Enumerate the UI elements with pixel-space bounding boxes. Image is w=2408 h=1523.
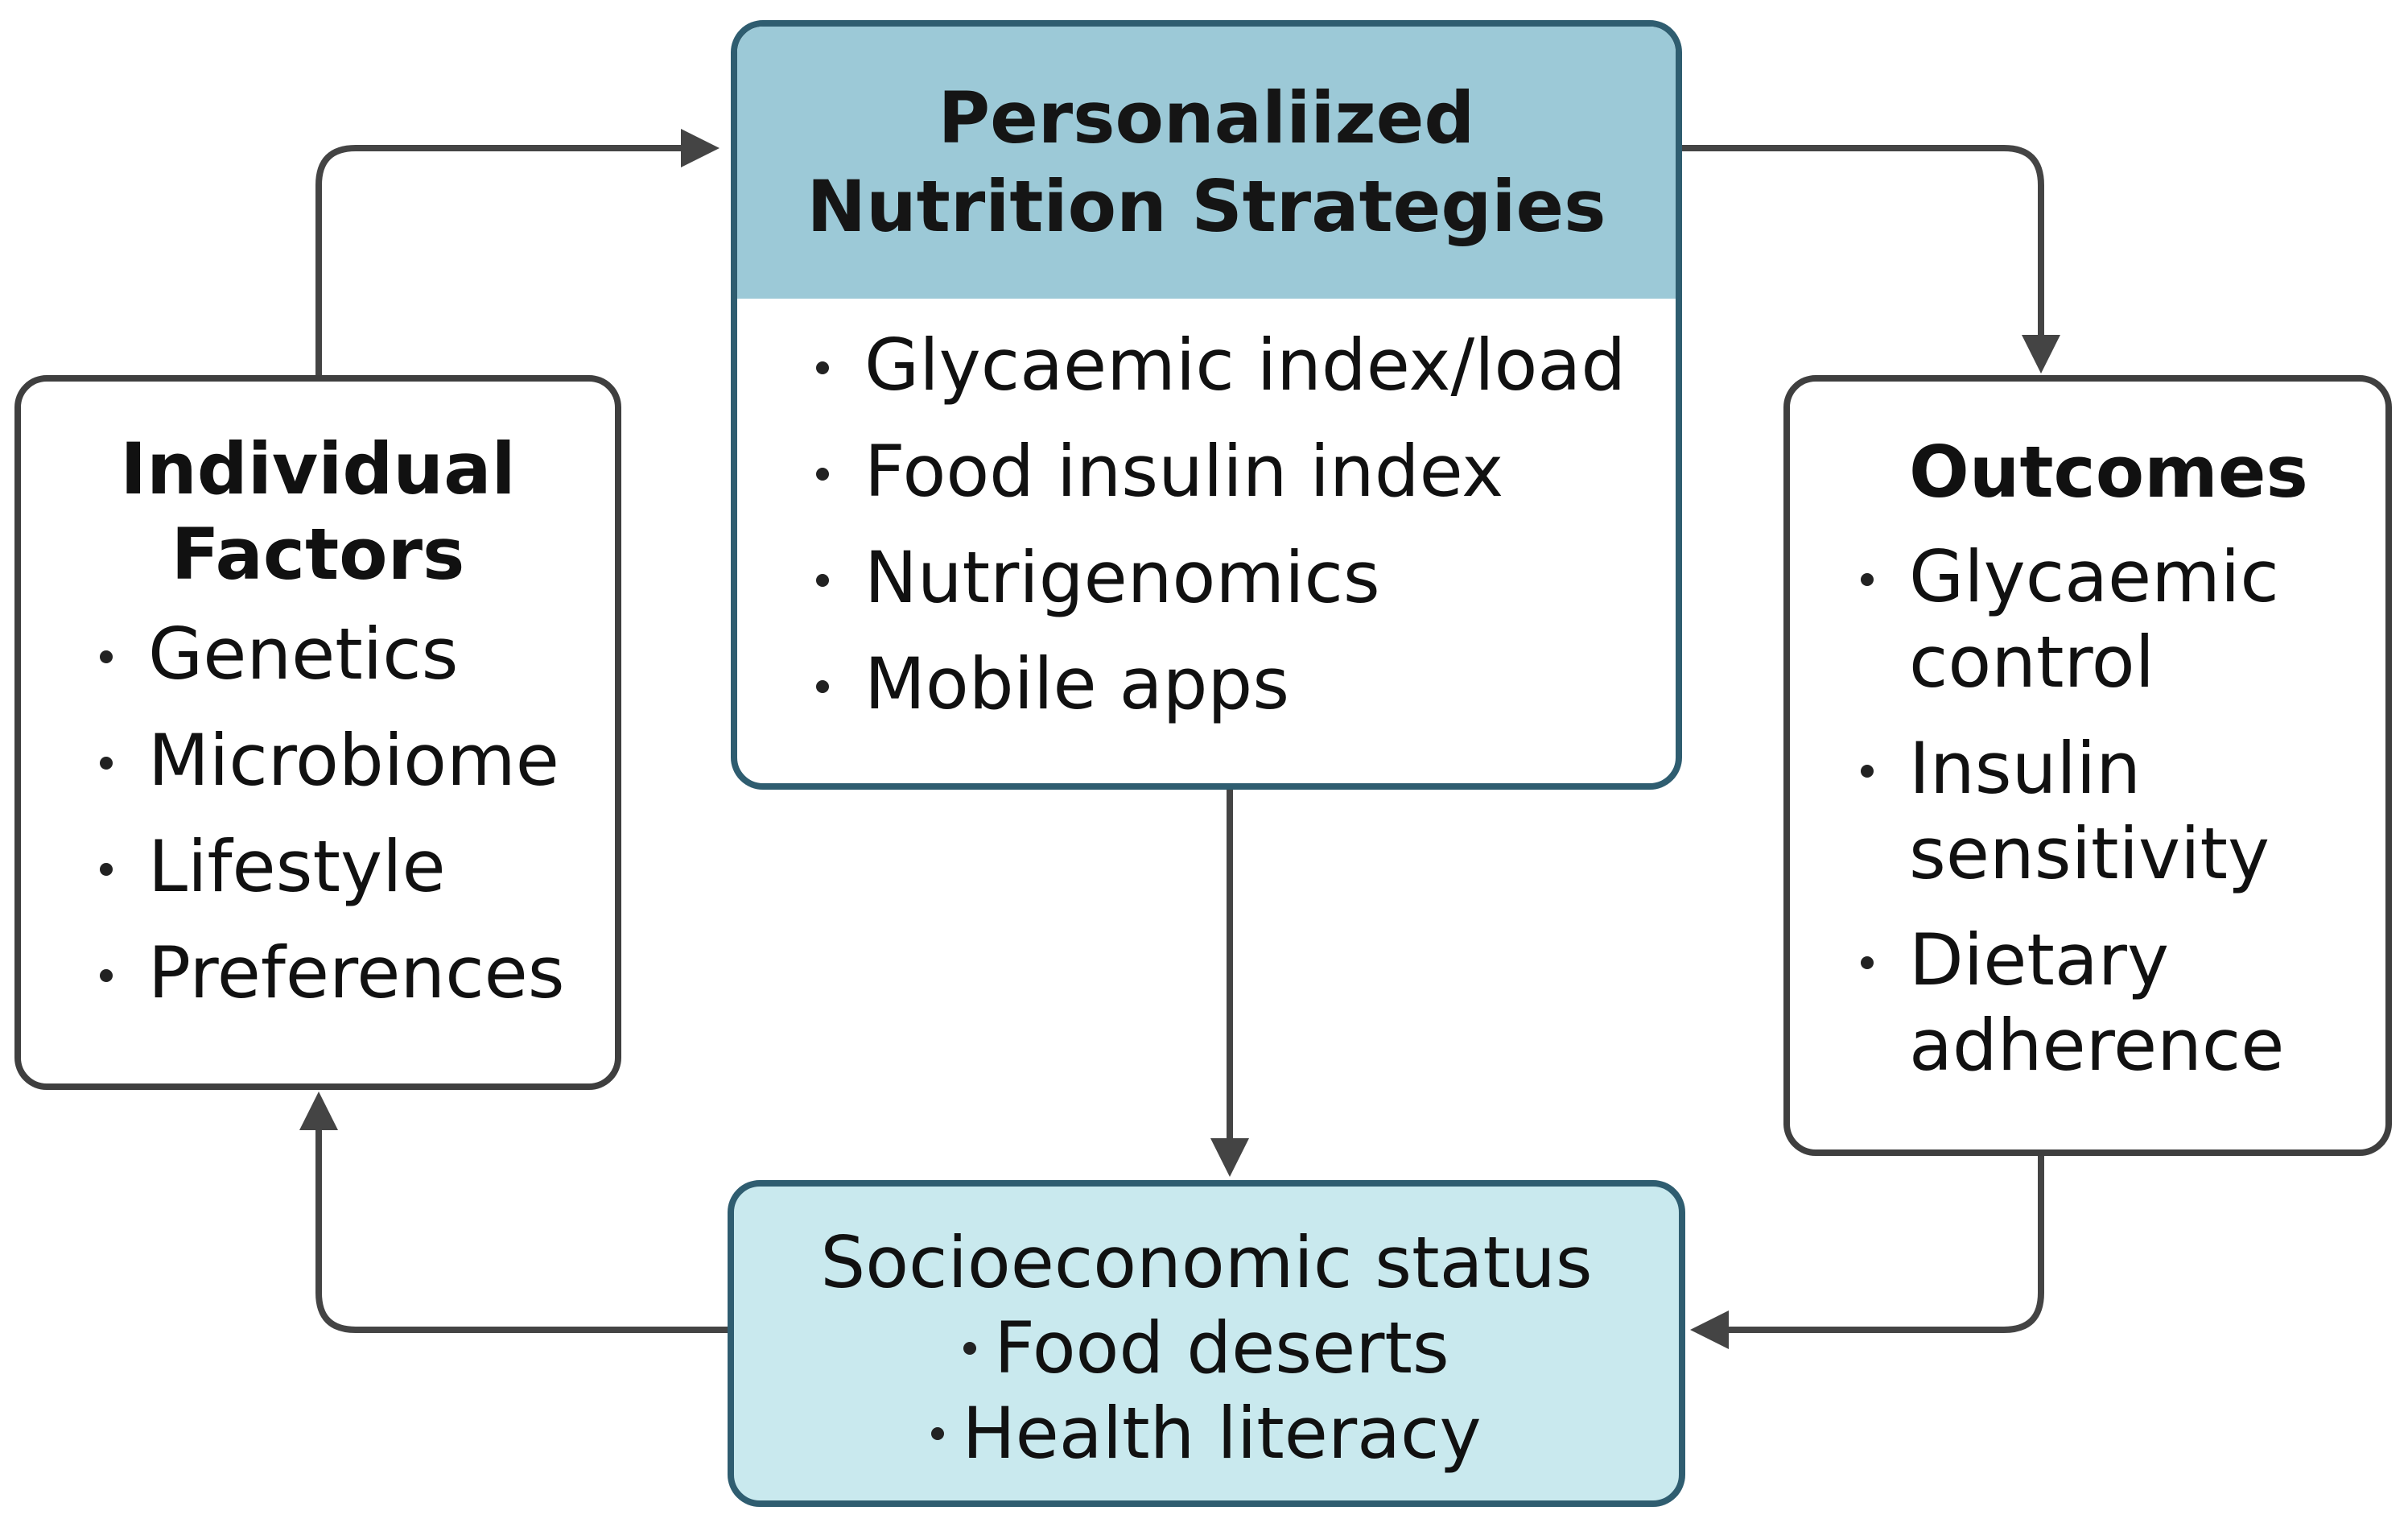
arrowhead-to-outcomes: [2022, 335, 2060, 374]
factors-box: Individual Factors Genetics Microbiome L…: [14, 375, 621, 1090]
strategies-header: Personaliized Nutrition Strategies: [737, 27, 1676, 299]
factor-item: Microbiome: [100, 718, 615, 824]
socioeconomic-content: Socioeconomic status Food deserts Health…: [734, 1187, 1679, 1476]
arrow-outcomes-to-socioeconomic: [1722, 1156, 2044, 1333]
strategies-title-line1: Personaliized: [938, 76, 1475, 159]
bullet-icon: [931, 1427, 945, 1441]
outcome-item: Dietary adherence: [1861, 918, 2328, 1088]
outcome-item: Glycaemic control: [1861, 534, 2328, 705]
outcome-item-line2: control: [1909, 621, 2155, 704]
strategy-item: Glycaemic index/load: [816, 323, 1676, 429]
factors-title-line1: Individual: [120, 427, 516, 510]
outcomes-box: Outcomes Glycaemic control Insulin sensi…: [1783, 375, 2392, 1156]
outcome-item-line1: Dietary: [1909, 918, 2170, 1001]
strategy-item: Nutrigenomics: [816, 535, 1676, 642]
outcome-item-line2: sensitivity: [1909, 812, 2270, 895]
outcome-item: Insulin sensitivity: [1861, 726, 2328, 897]
outcome-item-line2: adherence: [1909, 1004, 2285, 1087]
bullet-icon: [963, 1342, 977, 1356]
socioeconomic-item: Health literacy: [734, 1391, 1679, 1476]
socioeconomic-item: Food deserts: [734, 1306, 1679, 1391]
arrow-socioeconomic-to-factors: [315, 1127, 728, 1333]
outcome-item-line1: Glycaemic: [1909, 535, 2279, 618]
factors-title: Individual Factors: [21, 427, 615, 597]
socioeconomic-item-label: Health literacy: [962, 1392, 1482, 1475]
socioeconomic-item-label: Food deserts: [994, 1306, 1449, 1389]
strategies-list: Glycaemic index/load Food insulin index …: [816, 323, 1676, 748]
outcomes-title: Outcomes: [1909, 431, 2308, 514]
arrow-strategies-to-outcomes: [1682, 145, 2044, 338]
factor-item: Preferences: [100, 931, 615, 1037]
strategy-item: Food insulin index: [816, 429, 1676, 535]
arrowhead-to-socioeconomic-right: [1690, 1310, 1729, 1349]
arrowhead-to-strategies: [681, 129, 720, 167]
outcomes-list: Glycaemic control Insulin sensitivity Di…: [1861, 534, 2385, 1088]
factors-list: Genetics Microbiome Lifestyle Preference…: [100, 612, 615, 1037]
strategy-item: Mobile apps: [816, 642, 1676, 748]
factor-item: Lifestyle: [100, 824, 615, 931]
socioeconomic-box: Socioeconomic status Food deserts Health…: [728, 1180, 1685, 1507]
arrowhead-to-socioeconomic-top: [1210, 1138, 1249, 1177]
strategies-title-line2: Nutrition Strategies: [806, 165, 1606, 248]
socioeconomic-title: Socioeconomic status: [820, 1221, 1593, 1304]
factor-item: Genetics: [100, 612, 615, 718]
arrow-factors-to-strategies: [315, 145, 691, 375]
arrowhead-to-factors: [299, 1092, 338, 1130]
outcome-item-line1: Insulin: [1909, 727, 2142, 810]
factors-title-line2: Factors: [171, 513, 465, 596]
strategies-box: Personaliized Nutrition Strategies Glyca…: [731, 20, 1682, 790]
